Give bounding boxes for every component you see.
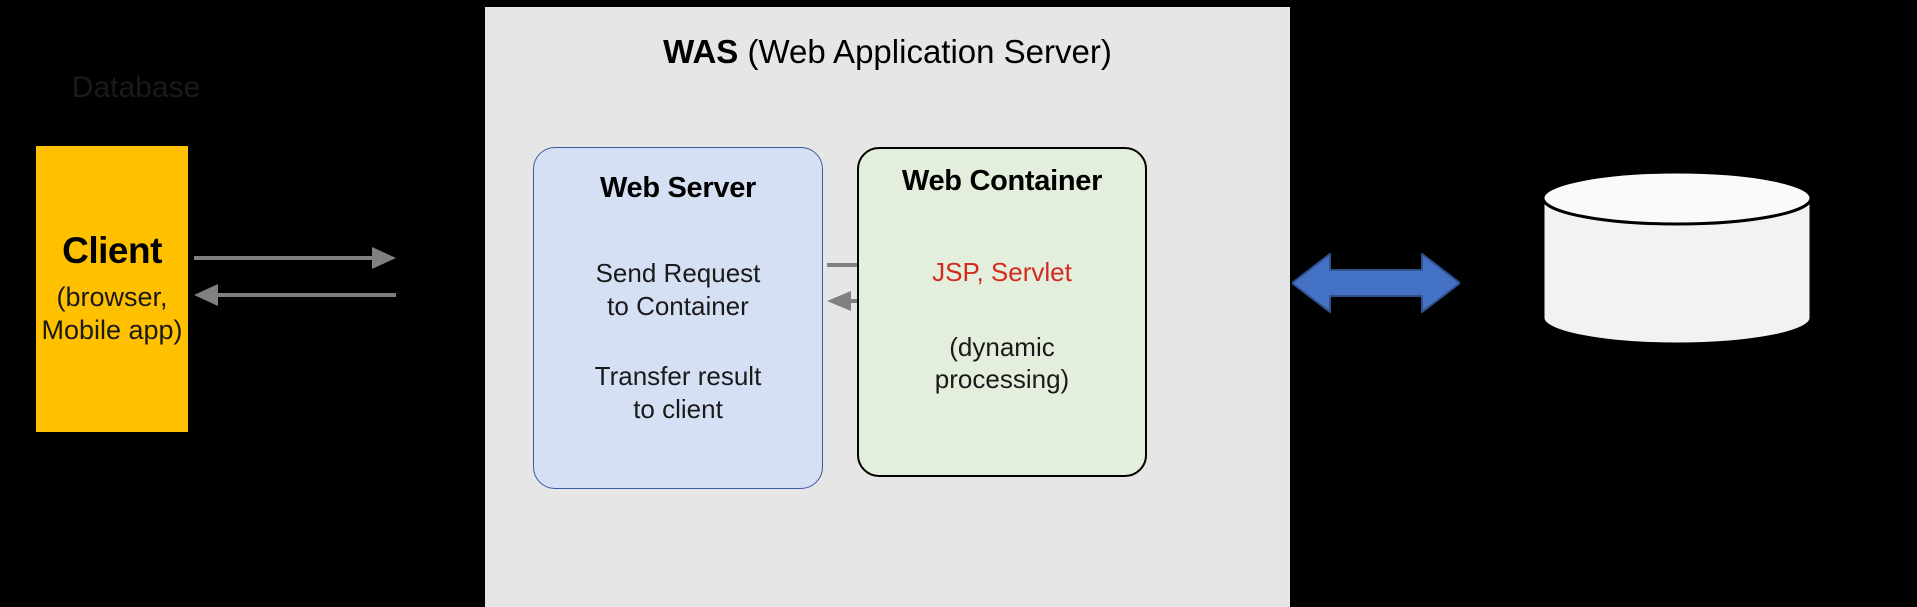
was-title-expansion: (Web Application Server): [738, 33, 1112, 70]
web-container-line-3: processing): [934, 364, 1070, 394]
database-node[interactable]: [1541, 170, 1813, 346]
web-server-title: Web Server: [599, 172, 757, 204]
client-to-webserver-request-arrow: [194, 247, 396, 269]
web-container-role: (dynamic processing): [935, 331, 1069, 396]
was-title: WAS (Web Application Server): [485, 33, 1290, 71]
web-container-technologies: JSP, Servlet: [932, 257, 1072, 287]
client-subtitle-line-2: Mobile app): [41, 315, 183, 346]
webserver-to-client-response-arrow: [194, 284, 396, 306]
web-server-node[interactable]: Web Server Send Request to Container Tra…: [533, 147, 823, 489]
container-to-database-double-arrow: [1292, 253, 1460, 313]
was-title-abbrev: WAS: [663, 33, 739, 70]
client-node[interactable]: Client (browser, Mobile app): [36, 146, 188, 432]
client-subtitle-line-1: (browser,: [56, 281, 168, 312]
web-container-title: Web Container: [901, 165, 1103, 197]
client-title: Client: [62, 229, 162, 271]
was-panel: WAS (Web Application Server) Web Server …: [485, 7, 1290, 607]
web-server-body-block-1: Send Request to Container: [596, 257, 761, 322]
web-container-node[interactable]: Web Container JSP, Servlet (dynamic proc…: [857, 147, 1147, 477]
web-server-line-3: Transfer result: [594, 361, 762, 391]
client-webserver-connector-group: [194, 247, 396, 306]
web-server-line-1: Send Request: [595, 258, 761, 288]
web-server-line-4: to client: [633, 393, 723, 424]
client-subtitle: (browser, Mobile app): [41, 281, 182, 349]
web-server-line-2: to Container: [607, 290, 749, 321]
web-container-line-2: (dynamic: [949, 331, 1055, 362]
web-server-body-block-2: Transfer result to client: [595, 360, 762, 425]
